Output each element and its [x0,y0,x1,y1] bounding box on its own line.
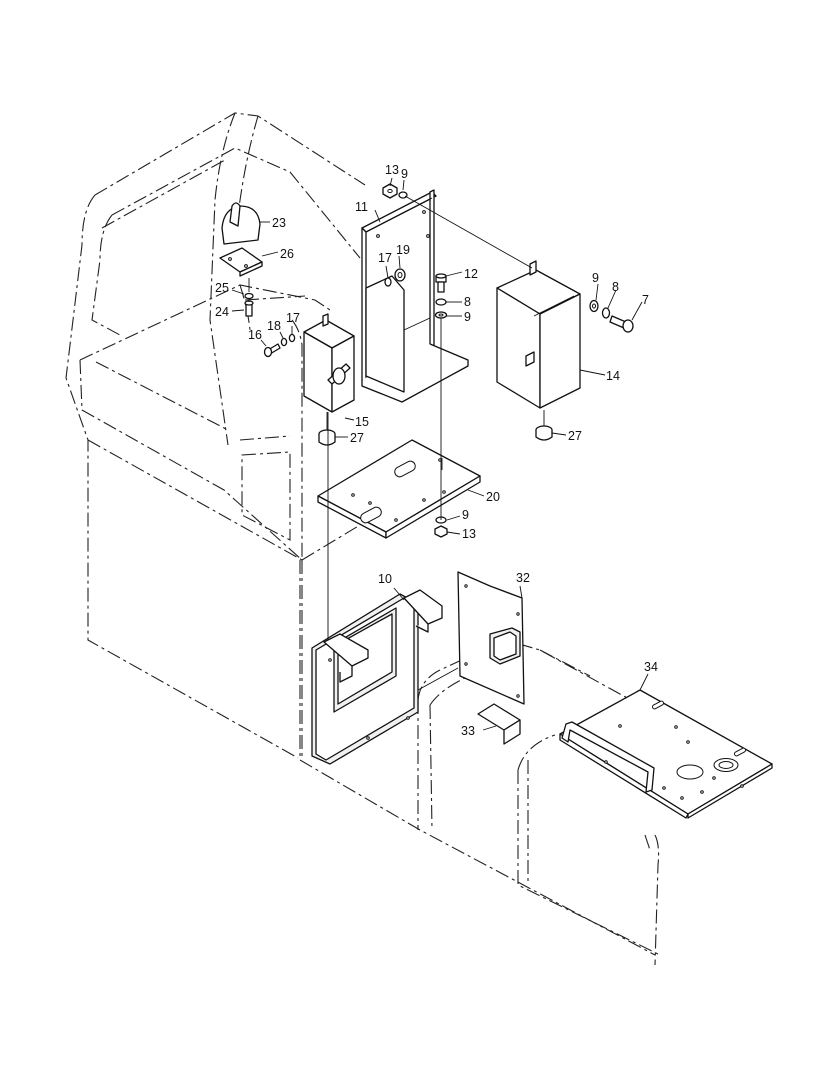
callout-24: 24 [215,305,229,319]
callout-9: 9 [462,508,469,522]
part-18-washer [280,337,288,347]
callout-18: 18 [267,319,281,333]
callout-17: 17 [378,251,392,265]
callout-14: 14 [606,369,620,383]
callout-13: 13 [385,163,399,177]
callout-13: 13 [462,527,476,541]
part-20-mounting-plate [317,439,481,539]
part-8-lockwasher-center [435,298,447,306]
part-24-bolt [244,300,254,317]
part-8-lockwasher-right [601,307,611,319]
callout-20: 20 [486,490,500,504]
callout-16: 16 [248,328,262,342]
part-17-washer-right [384,277,392,287]
callout-33: 33 [461,724,475,738]
part-19-nut [394,268,406,282]
part-25-washer [244,292,254,300]
callout-34: 34 [644,660,658,674]
callout-27: 27 [350,431,364,445]
part-12-bolt [435,273,447,293]
part-9-washer-center [434,311,448,319]
part-9-washer-right [589,299,599,313]
alignment-lines [248,195,545,691]
callout-9: 9 [464,310,471,324]
part-33-bracket [477,703,521,745]
part-7-bolt [609,315,634,333]
callout-25: 25 [215,281,229,295]
part-15-control-box [303,313,355,413]
part-26-bracket-plate [219,247,263,277]
callout-17: 17 [286,311,300,325]
part-23-switch-cover [221,202,261,245]
part-14-electrical-box [496,260,581,409]
part-34-floor-plate [559,689,773,819]
callout-9: 9 [592,271,599,285]
callout-12: 12 [464,267,478,281]
callout-32: 32 [516,571,530,585]
callout-15: 15 [355,415,369,429]
callout-8: 8 [612,280,619,294]
callout-10: 10 [378,572,392,586]
part-11-frame-bracket [361,189,469,403]
part-9-washer-top [398,191,408,199]
callout-8: 8 [464,295,471,309]
part-10-door-frame [311,589,443,765]
callout-19: 19 [396,243,410,257]
callout-7: 7 [642,293,649,307]
part-27-grommet-right [535,425,553,441]
part-32-cover-panel [457,571,525,705]
part-16-bolt [263,343,281,358]
cab-ghost-outline [65,112,661,966]
callout-11: 11 [355,200,368,214]
part-13-nut-bottom [434,525,448,538]
callout-26: 26 [280,247,294,261]
callout-labels: 13 9 11 23 19 17 26 12 9 8 7 25 8 9 24 1… [215,163,658,738]
callout-9: 9 [401,167,408,181]
callout-23: 23 [272,216,286,230]
part-13-nut-top [382,183,398,199]
part-17-washer-left [288,333,296,343]
callout-27: 27 [568,429,582,443]
callout-leaders [231,177,649,731]
part-27-grommet-left [318,429,336,446]
